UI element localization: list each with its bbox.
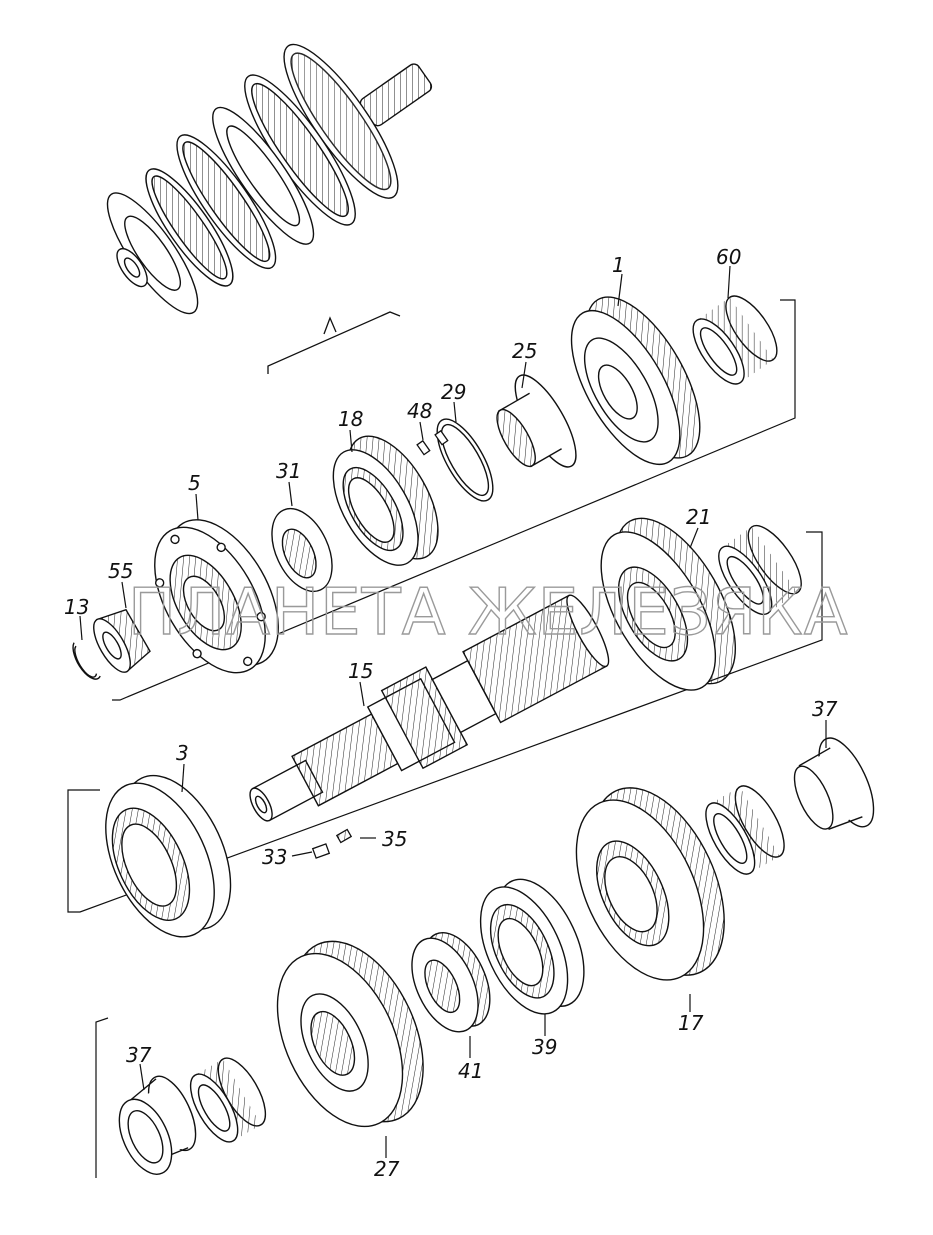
watermark-text: ПЛАНЕТА ЖЕЛЕЗЯКА (128, 576, 848, 650)
callout-37-upper: 37 (812, 697, 838, 721)
callout-31: 31 (276, 459, 301, 483)
part-17-gear (575, 787, 725, 981)
callout-3: 3 (176, 741, 189, 765)
callout-48: 48 (407, 399, 432, 423)
callout-39: 39 (532, 1035, 557, 1059)
part-60-needle-bearing (692, 295, 778, 385)
part-21-gear (600, 517, 802, 691)
part-33-detent-block (311, 843, 331, 859)
needle-bearing-row3 (705, 785, 785, 875)
callout-55: 55 (108, 559, 133, 583)
part-37-sleeve-upper (793, 737, 875, 830)
callout-5: 5 (188, 471, 201, 495)
needle-bearing-row4 (189, 1057, 267, 1143)
part-1-gear (570, 296, 701, 466)
part-18-synchro-ring (332, 435, 439, 566)
part-25-sleeve (496, 374, 577, 468)
callout-33: 33 (262, 845, 287, 869)
callout-29: 29 (441, 380, 466, 404)
part-39-sliding-sleeve (479, 878, 585, 1015)
row1-boundary (112, 299, 796, 701)
callout-17: 17 (678, 1011, 704, 1035)
part-15-main-shaft (249, 594, 610, 822)
part-3-ring-gear (105, 774, 232, 938)
part-5-planet-carrier (154, 519, 279, 674)
part-31-thrust-washer (271, 507, 333, 593)
callout-60: 60 (716, 245, 741, 269)
part-13-circlip (72, 642, 101, 680)
part-29-snap-ring (436, 418, 494, 502)
part-35-spring (335, 828, 353, 844)
row3-boundary (95, 1017, 109, 1178)
row2-boundary (67, 531, 823, 913)
callout-13: 13 (64, 595, 89, 619)
callout-35: 35 (382, 827, 407, 851)
part-48-pins (416, 429, 449, 456)
callout-21: 21 (686, 505, 711, 529)
callout-27: 27 (374, 1157, 400, 1181)
callout-37-lower: 37 (126, 1043, 152, 1067)
part-55-tapered-bearing (93, 608, 151, 673)
part-27-gear (276, 940, 424, 1128)
callout-1: 1 (612, 253, 625, 277)
callout-41: 41 (458, 1059, 483, 1083)
callout-18: 18 (338, 407, 363, 431)
callout-25: 25 (512, 339, 537, 363)
leader-lines (79, 265, 827, 1158)
callout-labels: 1 60 25 29 48 18 31 5 55 13 21 15 3 37 3… (64, 245, 838, 1181)
part-37-sleeve-lower (118, 1075, 197, 1175)
part-41-synchro-hub (411, 931, 491, 1033)
callout-15: 15 (348, 659, 373, 683)
assembled-shaft-illustration (106, 43, 433, 374)
